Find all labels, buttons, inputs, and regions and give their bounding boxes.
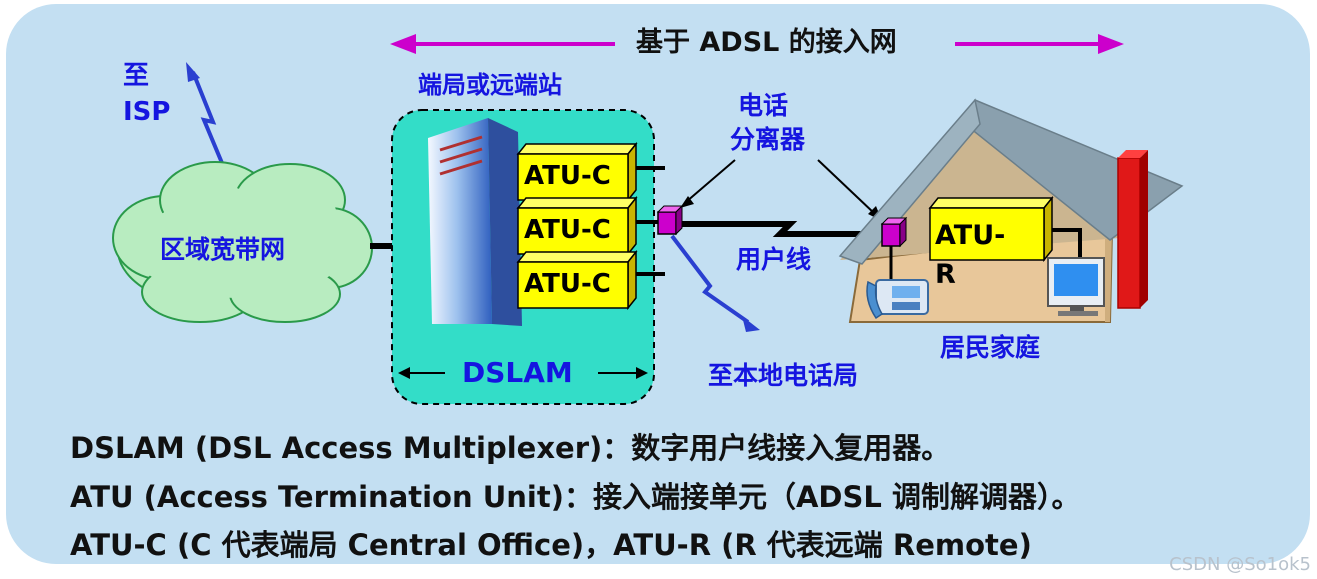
atu-r-label: ATU- [935,220,1006,251]
phone-icon [866,279,929,320]
to-isp-label: ISP [123,97,171,127]
atu-c-label: ATU-C [524,269,611,299]
local-office-link [670,234,750,324]
chimney [1117,157,1141,309]
server-icon [428,118,522,326]
caption-atu-c-r: ATU-C (C 代表端局 Central Office)，ATU-R (R 代… [70,528,1032,562]
atu-r-label: R [935,259,956,290]
user-line [680,221,890,237]
atu-c-label: ATU-C [524,161,611,191]
atu-c-box [516,195,638,257]
isp-link-icon [191,71,224,164]
caption-atu: ATU (Access Termination Unit)：接入端接单元（ADS… [70,480,1081,514]
atu-c-box [516,141,638,203]
splitter-box [656,204,684,236]
computer-icon [1047,257,1105,316]
to-isp-label: 至 [123,61,150,91]
atu-c-label: ATU-C [524,215,611,245]
splitter-label: 分离器 [730,125,806,154]
central-office-label: 端局或远端站 [418,71,562,99]
banner-title: 基于 ADSL 的接入网 [630,28,903,58]
user-line-label: 用户线 [736,245,812,274]
atu-c-box [516,249,638,311]
home-label: 居民家庭 [940,333,1041,362]
watermark: CSDN @So1ok5 [1169,554,1311,575]
dslam-width-arrow [398,367,648,379]
local-office-label: 至本地电话局 [708,361,859,390]
atu-r-box [928,195,1054,263]
caption-dslam: DSLAM (DSL Access Multiplexer)：数字用户线接入复用… [70,431,951,465]
dslam-label: DSLAM [462,356,573,389]
network-label: 区域宽带网 [160,235,286,264]
access-network-arrow [390,34,1124,54]
splitter-box [880,216,908,248]
splitter-label: 电话 [738,91,789,120]
